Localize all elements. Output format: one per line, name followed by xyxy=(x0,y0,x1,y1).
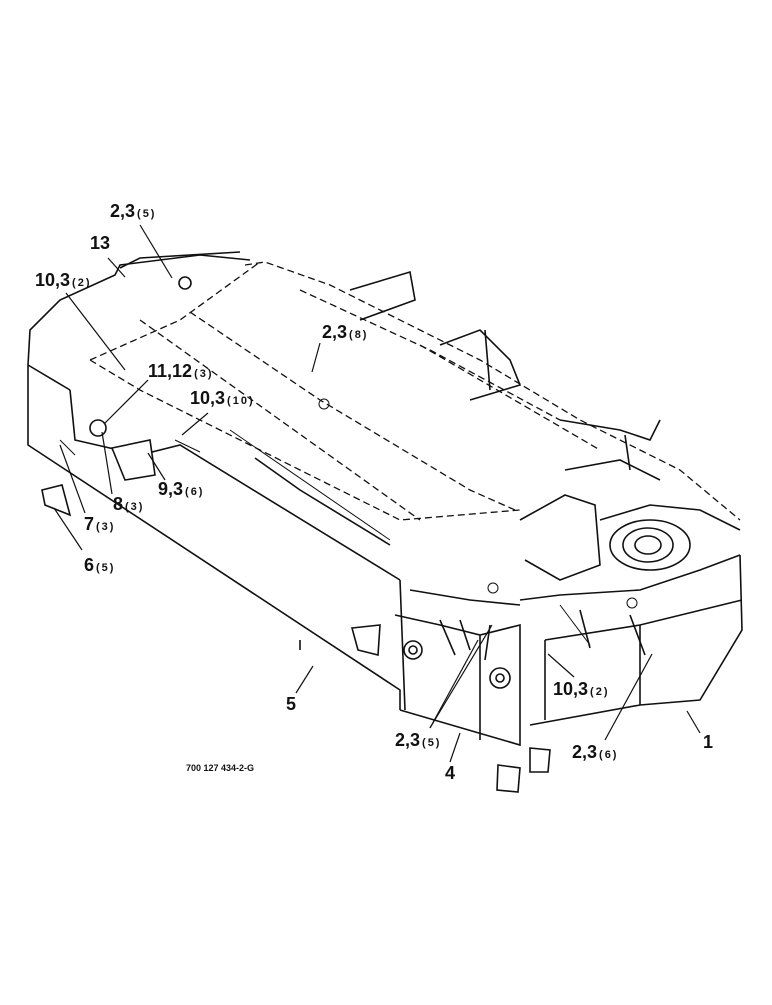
callout-5: 5 xyxy=(286,694,297,714)
callout-11-12-3: 11,12(3) xyxy=(148,361,214,381)
callout-10-3-10: 10,3(10) xyxy=(190,388,255,408)
callout-7-3: 7(3) xyxy=(84,514,116,534)
callout-9-3-6: 9,3(6) xyxy=(158,479,205,499)
callout-2-3-8: 2,3(8) xyxy=(322,322,369,342)
drive-frame xyxy=(349,270,741,581)
leader-lines xyxy=(53,224,701,763)
callout-2-3-5-top: 2,3(5) xyxy=(110,201,157,221)
top-deck xyxy=(89,261,741,521)
callout-6-5: 6(5) xyxy=(84,555,116,575)
left-housing xyxy=(27,251,406,711)
drawing-number: 700 127 434-2-G xyxy=(186,763,255,773)
callout-10-3-2-right: 10,3(2) xyxy=(553,679,610,699)
knife-guards xyxy=(439,609,646,661)
callout-2-3-5-bottom: 2,3(5) xyxy=(395,730,442,750)
right-housing xyxy=(519,554,743,726)
callout-1: 1 xyxy=(703,732,714,752)
callout-2-3-6: 2,3(6) xyxy=(572,742,619,762)
callout-8-3: 8(3) xyxy=(113,494,145,514)
callout-10-3-2-left: 10,3(2) xyxy=(35,270,92,290)
left-hardware xyxy=(59,276,638,609)
callout-4: 4 xyxy=(445,763,456,783)
skid-shoes xyxy=(41,484,551,793)
front-panel xyxy=(394,589,521,747)
callout-13: 13 xyxy=(90,233,111,253)
